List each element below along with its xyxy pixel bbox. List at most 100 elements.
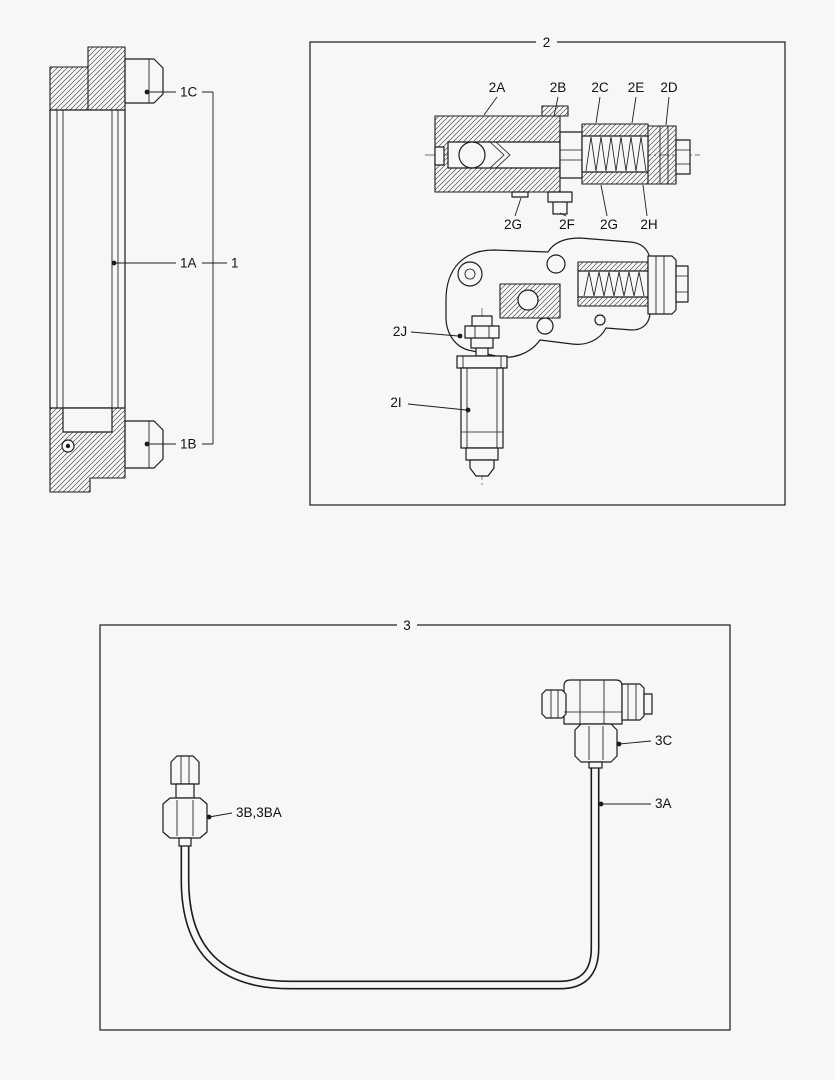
leader-line: [483, 96, 498, 116]
left-collar: [175, 783, 195, 799]
valve-side-view: [445, 237, 689, 488]
leader-dot: [465, 407, 471, 413]
bolt-boss-inner: [464, 268, 476, 280]
adapter-2J-lines: [474, 326, 490, 338]
valve-detail-lines: [489, 126, 690, 184]
callout-3C: 3C: [616, 733, 673, 748]
valve-2I-body: [460, 367, 504, 449]
valve-section-view: [425, 105, 700, 215]
callout-1B: 1B: [144, 437, 197, 452]
callout-1B-label: 1B: [180, 437, 197, 452]
valve-2I-base: [465, 447, 499, 461]
bolt-boss: [457, 261, 483, 287]
leader-line: [407, 403, 467, 411]
callout-2H: 2H: [640, 184, 658, 232]
callout-2C-label: 2C: [591, 80, 609, 95]
spool-end: [517, 289, 539, 311]
spring-coils-2: [583, 271, 645, 297]
valve-2I-collar: [456, 355, 508, 369]
right-fitting-lines: [550, 680, 637, 760]
callout-3B-3BA-label: 3B,3BA: [236, 805, 282, 820]
part1-port-dot: [65, 443, 71, 449]
elbow-right-cap: [621, 683, 645, 721]
adapter-2J-stack: [464, 315, 500, 357]
elbow-left-bolt: [541, 689, 567, 719]
callout-2F: 2F: [559, 212, 575, 232]
callout-2A: 2A: [483, 80, 506, 116]
leader-line: [559, 212, 567, 217]
callout-2I-label: 2I: [390, 395, 401, 410]
callout-1A: 1A: [111, 256, 197, 271]
callout-2I: 2I: [390, 395, 471, 413]
leader-line: [618, 740, 652, 745]
end-cap-2: [647, 255, 677, 315]
spring-coils: [585, 136, 647, 172]
valve-2I-tip: [469, 459, 495, 477]
figure-2-label: 2: [543, 35, 551, 50]
elbow-right-stub: [643, 693, 653, 715]
pipe-tube-inner: [182, 762, 598, 988]
callout-1C: 1C: [144, 85, 198, 100]
leader-line: [600, 184, 608, 217]
left-fitting-lines: [176, 756, 194, 836]
callout-2F-label: 2F: [559, 217, 575, 232]
part1-tube-body: [49, 109, 126, 409]
callout-2G-right: 2G: [600, 184, 618, 232]
end-cap-stub-2: [675, 265, 689, 303]
left-hex-nut: [162, 797, 208, 839]
callout-3C-label: 3C: [655, 733, 673, 748]
figure-3: 3 3B,3BA 3C: [99, 617, 731, 1031]
part1-bore: [62, 407, 113, 433]
leader-line: [631, 96, 637, 124]
figure-2: 2 2A 2B 2C 2E: [309, 34, 786, 506]
callout-2E-label: 2E: [628, 80, 645, 95]
boss-top: [546, 254, 566, 274]
check-ball: [458, 141, 486, 169]
callout-2J-label: 2J: [393, 324, 407, 339]
callout-2D-label: 2D: [660, 80, 678, 95]
group-1-label: 1: [231, 256, 239, 271]
part1-drawing: [49, 46, 164, 493]
leader-line: [642, 184, 648, 217]
valve-spool: [559, 131, 583, 179]
callout-2B: 2B: [550, 80, 567, 117]
callout-2A-label: 2A: [489, 80, 506, 95]
callout-3A: 3A: [598, 796, 672, 811]
leader-line: [208, 812, 233, 818]
callout-2E: 2E: [628, 80, 645, 124]
callout-3A-label: 3A: [655, 796, 672, 811]
figure-3-label-gap: [397, 617, 417, 633]
inlet-notch: [434, 146, 445, 166]
figure-2-label-gap: [536, 34, 557, 50]
callout-2B-label: 2B: [550, 80, 567, 95]
left-neck: [178, 837, 192, 847]
callout-1C-label: 1C: [180, 85, 198, 100]
callout-2C: 2C: [591, 80, 609, 124]
callout-1A-label: 1A: [180, 256, 197, 271]
callout-2D: 2D: [660, 80, 678, 126]
callout-2H-label: 2H: [640, 217, 657, 232]
leader-line: [410, 331, 459, 337]
callout-2G-left: 2G: [504, 197, 522, 232]
leader-dot: [457, 333, 463, 339]
bottom-fitting: [511, 191, 573, 215]
part1-top-fitting: [124, 58, 164, 104]
bracket-lines: [202, 91, 227, 445]
leader-line: [665, 96, 670, 126]
pipe-tube-outline: [180, 762, 600, 990]
figure-3-label: 3: [403, 618, 411, 633]
callout-3B-3BA: 3B,3BA: [206, 805, 282, 820]
elbow-body: [563, 679, 623, 725]
right-neck: [588, 761, 603, 769]
boss-small: [594, 314, 606, 326]
nut-3C: [574, 723, 618, 763]
figure-1: 1C 1A 1B 1: [49, 46, 239, 493]
callout-2G-left-label: 2G: [504, 217, 522, 232]
leader-line: [553, 96, 559, 117]
group-bracket-1: 1: [202, 91, 239, 445]
callout-2G-right-label: 2G: [600, 217, 618, 232]
leader-line: [595, 96, 601, 124]
end-cap-stub: [675, 139, 691, 175]
